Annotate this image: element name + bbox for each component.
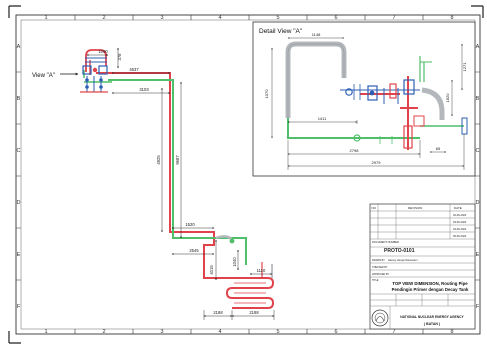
detail-dimension-label: 2979 xyxy=(372,160,382,165)
dimension-label: 1520 xyxy=(185,222,195,227)
dimension-label: 4637 xyxy=(129,67,139,72)
approved-by-label: APPROVED BY xyxy=(372,273,390,276)
column-label: 1 xyxy=(44,15,47,21)
detail-dimension-label: 1070 xyxy=(264,89,269,99)
column-label: 3 xyxy=(160,329,163,335)
detail-valves xyxy=(340,56,468,149)
row-label: A xyxy=(476,44,480,50)
title-block: NO REVISION DATE 02-06-2024 03-06-2024 0… xyxy=(369,203,476,330)
column-label: 8 xyxy=(450,15,453,21)
column-label: 8 xyxy=(450,329,453,335)
detail-dimension-label: 65 xyxy=(436,146,441,151)
dimension-label: 2545 xyxy=(189,248,199,253)
dimension-label: 1090 xyxy=(98,49,108,54)
dimension-label: 378 xyxy=(117,53,122,61)
dimension-label: 3103 xyxy=(139,87,149,92)
view-a-label: View "A" xyxy=(32,73,55,79)
company-name: NATIONAL NUCLEAR ENERGY AGENCY xyxy=(400,315,464,319)
agency-logo xyxy=(371,309,389,327)
document-number-label: DOCUMENT NUMBER xyxy=(372,240,399,244)
row-label: A xyxy=(17,44,21,50)
row-label: F xyxy=(17,304,21,310)
column-label: 5 xyxy=(276,329,279,335)
detail-view-title: Detail View "A" xyxy=(259,28,303,35)
column-label: 4 xyxy=(218,15,221,21)
dimension-label: 4925 xyxy=(156,155,161,165)
drawn-by-label: DRAWN BY xyxy=(372,259,385,262)
revision-date: 04-06-2024 xyxy=(453,227,467,231)
primary-pipe-green xyxy=(108,79,247,265)
dimension-label: 4015 xyxy=(209,265,214,275)
column-label: 6 xyxy=(334,329,337,335)
row-label: C xyxy=(17,148,21,154)
dimension-label: 1040 xyxy=(232,257,237,267)
row-label: B xyxy=(476,96,480,102)
detail-dimension-label: 1411 xyxy=(318,116,327,121)
column-label: 6 xyxy=(334,15,337,21)
column-label: 2 xyxy=(102,329,105,335)
detail-dimension-label: 1271 xyxy=(462,62,467,72)
row-label: E xyxy=(17,252,21,258)
drawing-title: TOP VIEW DIMENSION, Routing Pipe xyxy=(392,281,468,286)
revision-date: 05-06-2024 xyxy=(453,234,467,238)
row-label: E xyxy=(476,252,480,258)
revision-date: 03-06-2024 xyxy=(453,220,467,224)
checked-by-label: CHECKED BY xyxy=(372,266,388,269)
main-top-view: 1090 378 4637 3103 4925 9687 1520 2545 4… xyxy=(32,47,275,320)
zone-labels: 1 2 3 4 5 6 7 8 1 2 3 4 5 6 7 8 A B C D … xyxy=(17,15,480,335)
dimension-label: 2168 xyxy=(213,310,223,315)
valve-assembly xyxy=(80,49,108,93)
dimension-label: 9687 xyxy=(175,155,180,165)
dimension-lines xyxy=(86,47,275,320)
detail-dimension-label: 1820 xyxy=(445,93,450,103)
decay-tank-coil xyxy=(225,262,275,309)
column-label: 7 xyxy=(392,15,395,21)
column-label: 2 xyxy=(102,15,105,21)
row-label: F xyxy=(476,304,480,310)
dimension-label: 1110 xyxy=(257,268,266,273)
column-label: 1 xyxy=(44,329,47,335)
row-label: D xyxy=(17,200,21,206)
dimension-label: 2188 xyxy=(249,310,259,315)
detail-dimension-label: 1148 xyxy=(312,32,321,37)
column-label: 5 xyxy=(276,15,279,21)
column-label: 4 xyxy=(218,329,221,335)
row-label: B xyxy=(17,96,21,102)
detail-view-a: Detail View "A" xyxy=(252,21,476,177)
column-label: 3 xyxy=(160,15,163,21)
drawing-subtitle: Pendingin Primer dengan Decay Tank xyxy=(392,287,469,292)
detail-dimension-label: 2798 xyxy=(350,148,360,153)
revision-header-no: NO xyxy=(372,206,377,210)
title-label: TITLE xyxy=(372,279,379,282)
revision-header-revision: REVISION xyxy=(408,206,422,210)
row-label: D xyxy=(476,200,480,206)
revision-header-date: DATE xyxy=(454,206,462,210)
dimension-text: 1090 378 4637 3103 4925 9687 1520 2545 4… xyxy=(98,49,266,315)
revision-date: 02-06-2024 xyxy=(453,213,467,217)
document-number: PROTO-0101 xyxy=(384,248,415,254)
row-label: C xyxy=(476,148,480,154)
company-abbreviation: ( BATAN ) xyxy=(424,322,441,326)
drawn-by-value: Harvey Hoopa Stevenson xyxy=(388,258,418,262)
column-label: 7 xyxy=(392,329,395,335)
